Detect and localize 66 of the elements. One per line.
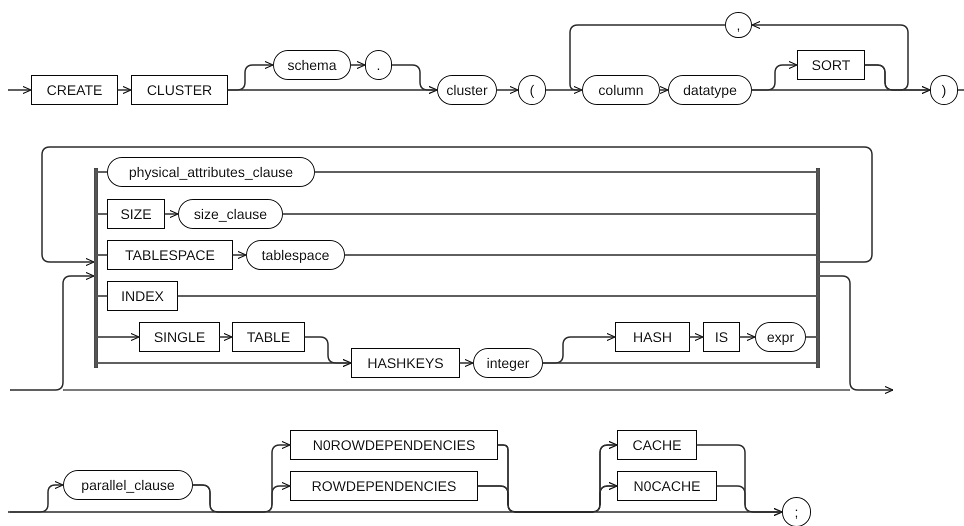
syntax-term: ( [518,75,546,105]
connector-line [569,24,725,91]
syntax-term: expr [755,322,806,352]
connector-line [98,295,107,297]
arrow [392,64,438,94]
syntax-term: . [365,50,392,80]
connector-line [98,171,107,173]
keyword-box: CREATE [31,75,118,105]
syntax-term: ) [930,75,958,105]
arrow [546,86,583,94]
keyword-box: SIZE [107,199,165,229]
keyword-box: HASHKEYS [351,348,460,378]
connector-line [283,213,816,215]
keyword-box: CACHE [617,430,697,460]
keyword-box: CLUSTER [131,75,228,105]
syntax-term: column [582,75,660,105]
syntax-term: tablespace [246,240,345,270]
arrow [193,482,291,513]
arrow [233,250,247,260]
keyword-box: N0CACHE [617,471,717,501]
keyword-box: TABLE [232,322,305,352]
keyword-box: SORT [797,50,865,80]
keyword-box: INDEX [107,281,178,311]
syntax-term: datatype [668,75,752,105]
arrow [10,272,95,391]
arrow [460,358,474,368]
syntax-term: parallel_clause [63,470,193,500]
arrow [478,482,618,513]
connector-line [98,213,107,215]
connector-line [315,171,816,173]
syntax-term: integer [473,348,543,378]
arrow [690,332,704,342]
syntax-term: physical_attributes_clause [107,157,315,187]
connector-line [543,362,816,364]
arrow [118,86,132,94]
arrow [659,86,669,94]
arrow [98,332,140,342]
syntax-term: cluster [437,75,497,105]
connector-line [806,336,816,338]
junction-bar [816,168,820,368]
keyword-box: TABLESPACE [107,240,233,270]
keyword-box: N0ROWDEPENDENCIES [290,430,498,460]
syntax-term: ; [782,497,811,526]
connector-line [345,254,816,256]
keyword-box: ROWDEPENDENCIES [290,471,478,501]
arrow [497,86,519,94]
arrow [98,358,352,368]
arrow [8,86,32,94]
keyword-box: SINGLE [139,322,220,352]
syntax-term: , [725,12,752,38]
arrow [717,485,783,516]
arrow [820,275,894,394]
connector-line [958,89,964,91]
keyword-box: HASH [615,322,690,352]
arrow [220,332,233,342]
arrow [751,20,909,91]
keyword-box: IS [703,322,740,352]
syntax-term: schema [273,50,351,80]
arrow [165,210,179,218]
syntax-term: size_clause [178,199,283,229]
arrow [740,332,756,342]
arrow [41,146,873,266]
connector-line [178,295,816,297]
junction-bar [94,168,98,368]
arrow [351,60,366,70]
connector-line [98,254,107,256]
